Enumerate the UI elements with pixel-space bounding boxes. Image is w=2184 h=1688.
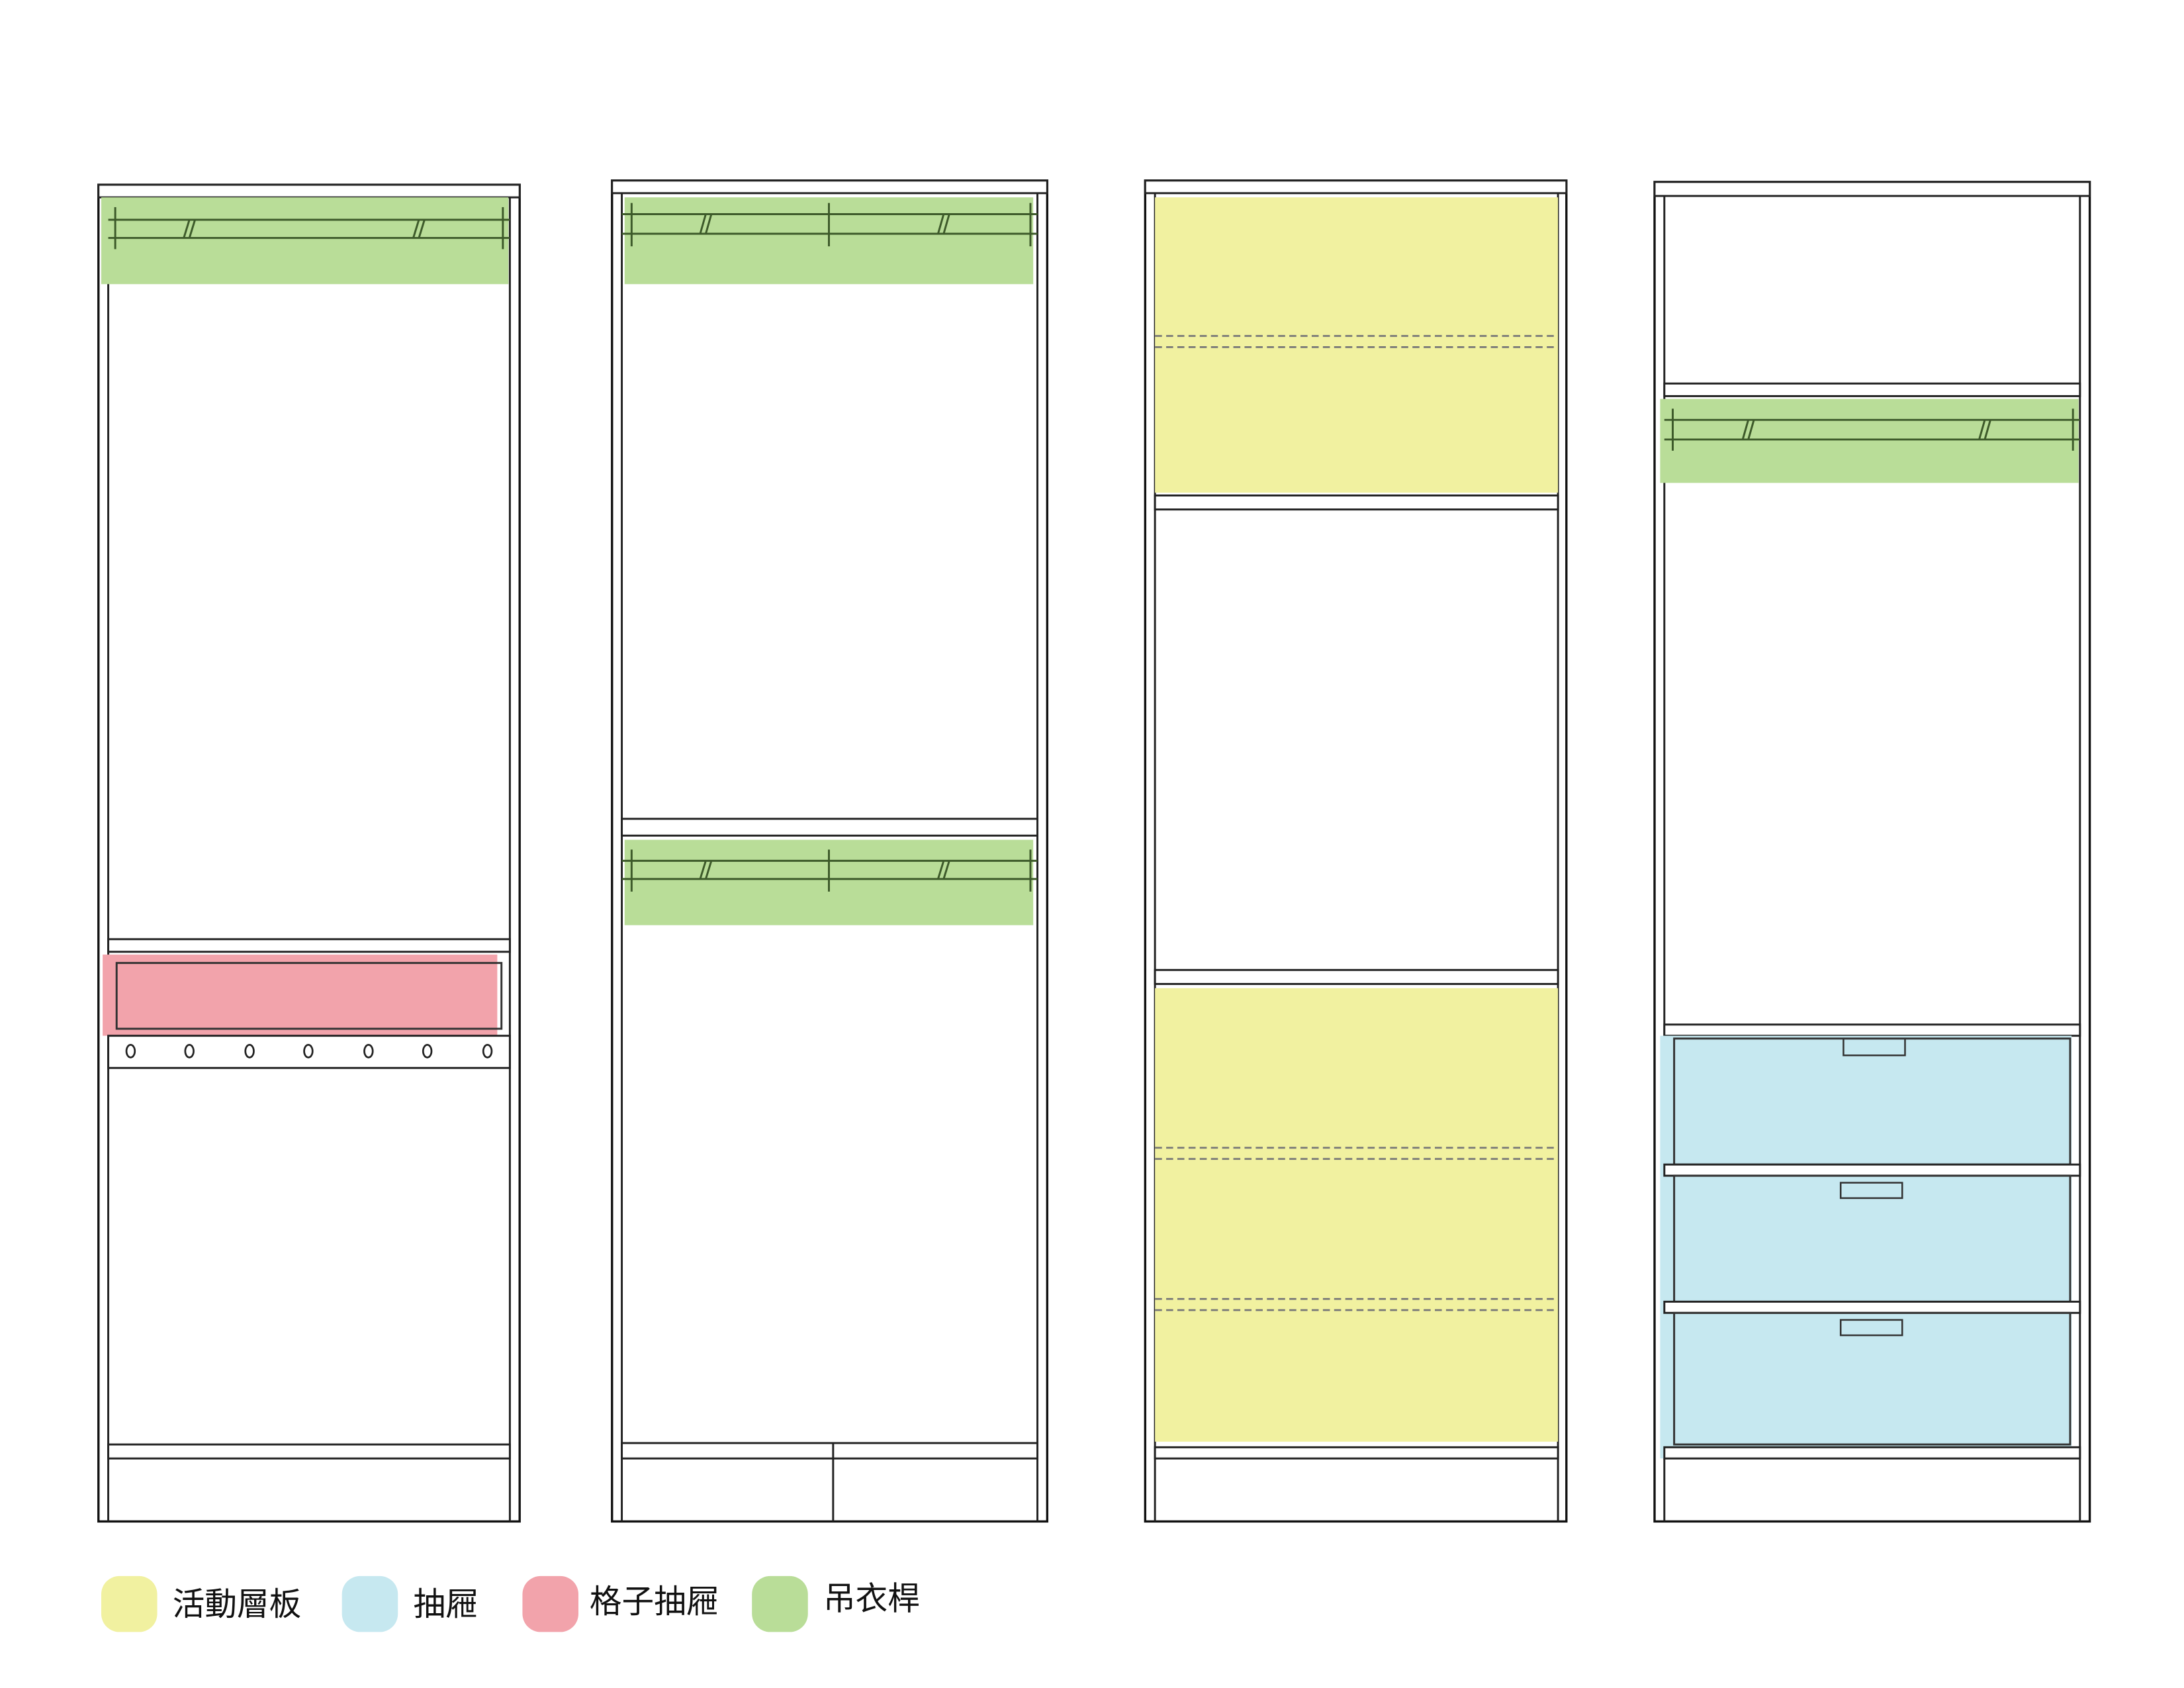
top-board [1144, 179, 1568, 195]
hanging-rod [621, 203, 1038, 247]
legend-item-hanging-rod: 吊衣桿 [752, 1575, 920, 1632]
shelf [1663, 382, 2081, 397]
legend-item-grid-drawer: 格子抽屜 [522, 1575, 719, 1632]
legend-label: 吊衣桿 [823, 1581, 920, 1618]
shelf [1663, 1023, 2081, 1037]
bottom-shelf [1154, 1446, 1559, 1460]
bottom-shelf [621, 1442, 1039, 1460]
legend-swatch [341, 1575, 398, 1632]
cabinet-4 [1653, 181, 2091, 1523]
drawer-rail [1663, 1163, 2081, 1177]
top-board [611, 179, 1048, 195]
drawer-handle [1843, 1037, 1906, 1056]
hanging-rod [621, 849, 1038, 892]
adjustable-shelf-zone [1155, 197, 1559, 493]
legend-swatch [522, 1575, 579, 1632]
shelf [1154, 494, 1559, 511]
shelf [1154, 968, 1559, 985]
legend-swatch [101, 1575, 158, 1632]
adjustable-shelf-zone [1155, 988, 1559, 1442]
cabinet-2 [611, 179, 1049, 1523]
cabinet-1 [97, 183, 521, 1523]
legend-label: 格子抽屜 [590, 1583, 719, 1620]
legend: 活動層板 抽屜 格子抽屜 吊衣桿 [101, 1575, 920, 1632]
shelf [107, 938, 511, 953]
top-board [97, 183, 521, 199]
drawer-rail [107, 1035, 511, 1069]
drawer [1673, 1311, 2071, 1446]
legend-label: 抽屜 [414, 1586, 478, 1623]
rail-holes [125, 1044, 493, 1058]
shelf [621, 818, 1039, 837]
bottom-shelf [107, 1443, 511, 1460]
legend-item-adjustable-shelf: 活動層板 [101, 1575, 302, 1632]
legend-swatch [752, 1575, 808, 1632]
grid-drawer-zone [103, 955, 498, 1036]
cabinet-3 [1144, 179, 1568, 1523]
hanging-rod-zone [101, 197, 509, 285]
legend-label: 活動層板 [173, 1586, 302, 1623]
drawer-rail [1663, 1300, 2081, 1314]
drawer-handle [1839, 1319, 1903, 1336]
drawer-handle [1839, 1182, 1903, 1199]
grid-drawer [115, 962, 503, 1030]
cabinet-frame [97, 183, 521, 1523]
drawer-zone [1660, 1035, 2072, 1459]
hanging-rod [108, 207, 510, 250]
hanging-rod [1664, 408, 2080, 451]
hanging-rod-zone [1660, 399, 2079, 483]
bottom-shelf [1663, 1446, 2081, 1460]
top-board [1653, 181, 2091, 197]
legend-item-drawer: 抽屜 [341, 1575, 478, 1632]
